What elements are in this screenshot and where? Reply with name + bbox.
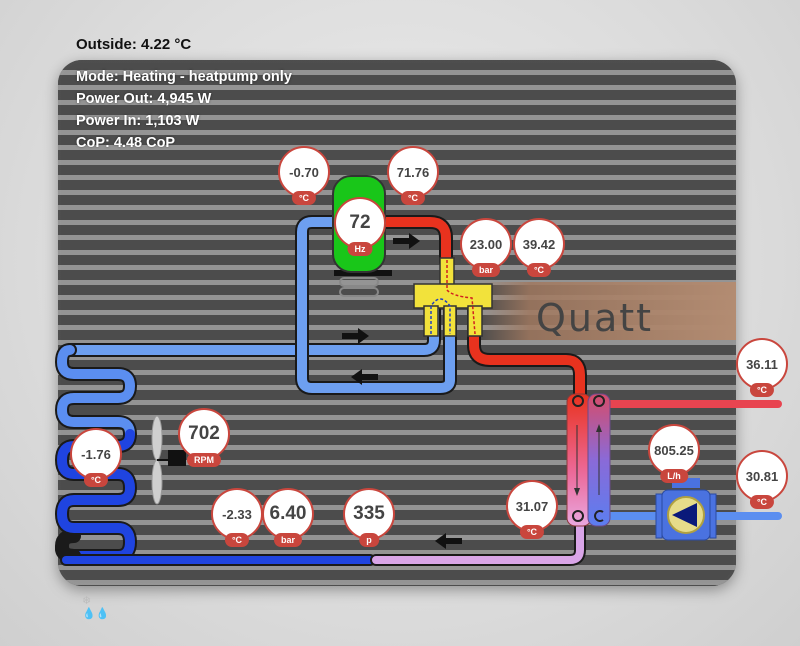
compressor-inlet-pipe: [297, 217, 455, 393]
gauge-unit: bar: [273, 533, 303, 547]
condensing-temp-gauge: 39.42 °C: [513, 218, 565, 277]
outside-temperature: Outside: 4.22 °C: [76, 36, 192, 53]
arrow-left-icon: [435, 533, 462, 549]
four-way-valve-icon: [413, 257, 493, 337]
fan-icon: [151, 415, 186, 505]
gauge-unit: p: [359, 533, 379, 547]
gauge-unit: L/h: [660, 469, 688, 483]
gauge-value: 72: [349, 212, 371, 233]
arrow-right-icon: [393, 233, 420, 249]
hx-refrigerant-out-temp-gauge: 31.07 °C: [506, 480, 558, 539]
gauge-value: 36.11: [746, 356, 778, 372]
flow-rate-gauge: 805.25 L/h: [648, 424, 700, 483]
gauge-value: -0.70: [289, 164, 319, 180]
gauge-value: 30.81: [745, 468, 779, 484]
evaporating-temp-gauge: -2.33 °C: [211, 488, 263, 547]
evaporator-coil-upper: [57, 345, 135, 439]
gauge-value: -1.76: [81, 446, 111, 462]
gauge-value: 335: [353, 503, 385, 524]
water-in-temp-gauge: 30.81 °C: [736, 450, 788, 509]
power-out-text: Power Out: 4,945 W: [76, 91, 212, 107]
cop-text: CoP: 4.48 CoP: [76, 135, 176, 151]
plate-heat-exchanger: [566, 393, 611, 527]
wood-panel: [478, 282, 736, 340]
evaporator-coil-lower: [57, 429, 135, 561]
circulation-pump-icon: [655, 478, 717, 541]
mode-text: Mode: Heating - heatpump only: [76, 69, 292, 85]
compressor-frequency-gauge: 72 Hz: [334, 197, 386, 256]
gauge-unit: °C: [519, 525, 545, 539]
gauge-unit: °C: [400, 191, 426, 205]
heatpump-unit: Quatt: [58, 60, 736, 586]
expansion-valve-gauge: 335 p: [343, 488, 395, 547]
gauge-value: 71.76: [396, 164, 430, 180]
hot-gas-pipe: [469, 305, 585, 405]
low-pressure-gauge: 6.40 bar: [262, 488, 314, 547]
gauge-unit: °C: [291, 191, 317, 205]
gauge-value: 805.25: [654, 442, 694, 458]
gauge-unit: Hz: [347, 242, 373, 256]
arrow-left-icon: [351, 369, 378, 385]
gauge-unit: °C: [526, 263, 552, 277]
gauge-unit: °C: [83, 473, 109, 487]
compressor-inlet-temp-gauge: -0.70 °C: [278, 146, 330, 205]
brand-logo: Quatt: [536, 296, 654, 340]
arrow-right-icon: [342, 328, 369, 344]
compressor-outlet-temp-gauge: 71.76 °C: [387, 146, 439, 205]
flow-arrows: [342, 233, 462, 549]
gauge-value: 702: [188, 423, 220, 444]
suction-pipe-outline: [63, 298, 441, 357]
liquid-pipe-outline: [370, 514, 586, 566]
power-in-text: Power In: 1,103 W: [76, 113, 200, 129]
suction-pipe: [65, 300, 439, 355]
gauge-unit: °C: [224, 533, 250, 547]
gauge-value: -2.33: [222, 506, 252, 522]
gauge-value: 6.40: [269, 503, 307, 524]
evaporator-temp-gauge: -1.76 °C: [70, 428, 122, 487]
liquid-pipe: [372, 516, 584, 564]
gauge-value: 31.07: [515, 498, 549, 514]
gauge-unit: °C: [749, 383, 775, 397]
defrost-drops-icon: ❄💧💧: [82, 595, 110, 620]
high-pressure-gauge: 23.00 bar: [460, 218, 512, 277]
gauge-unit: bar: [471, 263, 501, 277]
discharge-pipe: [355, 217, 451, 267]
gauge-unit: °C: [749, 495, 775, 509]
fan-speed-gauge: 702 RPM: [178, 408, 230, 467]
gauge-value: 39.42: [522, 236, 556, 252]
water-out-temp-gauge: 36.11 °C: [736, 338, 788, 397]
gauge-unit: RPM: [187, 453, 221, 467]
gauge-value: 23.00: [469, 236, 503, 252]
